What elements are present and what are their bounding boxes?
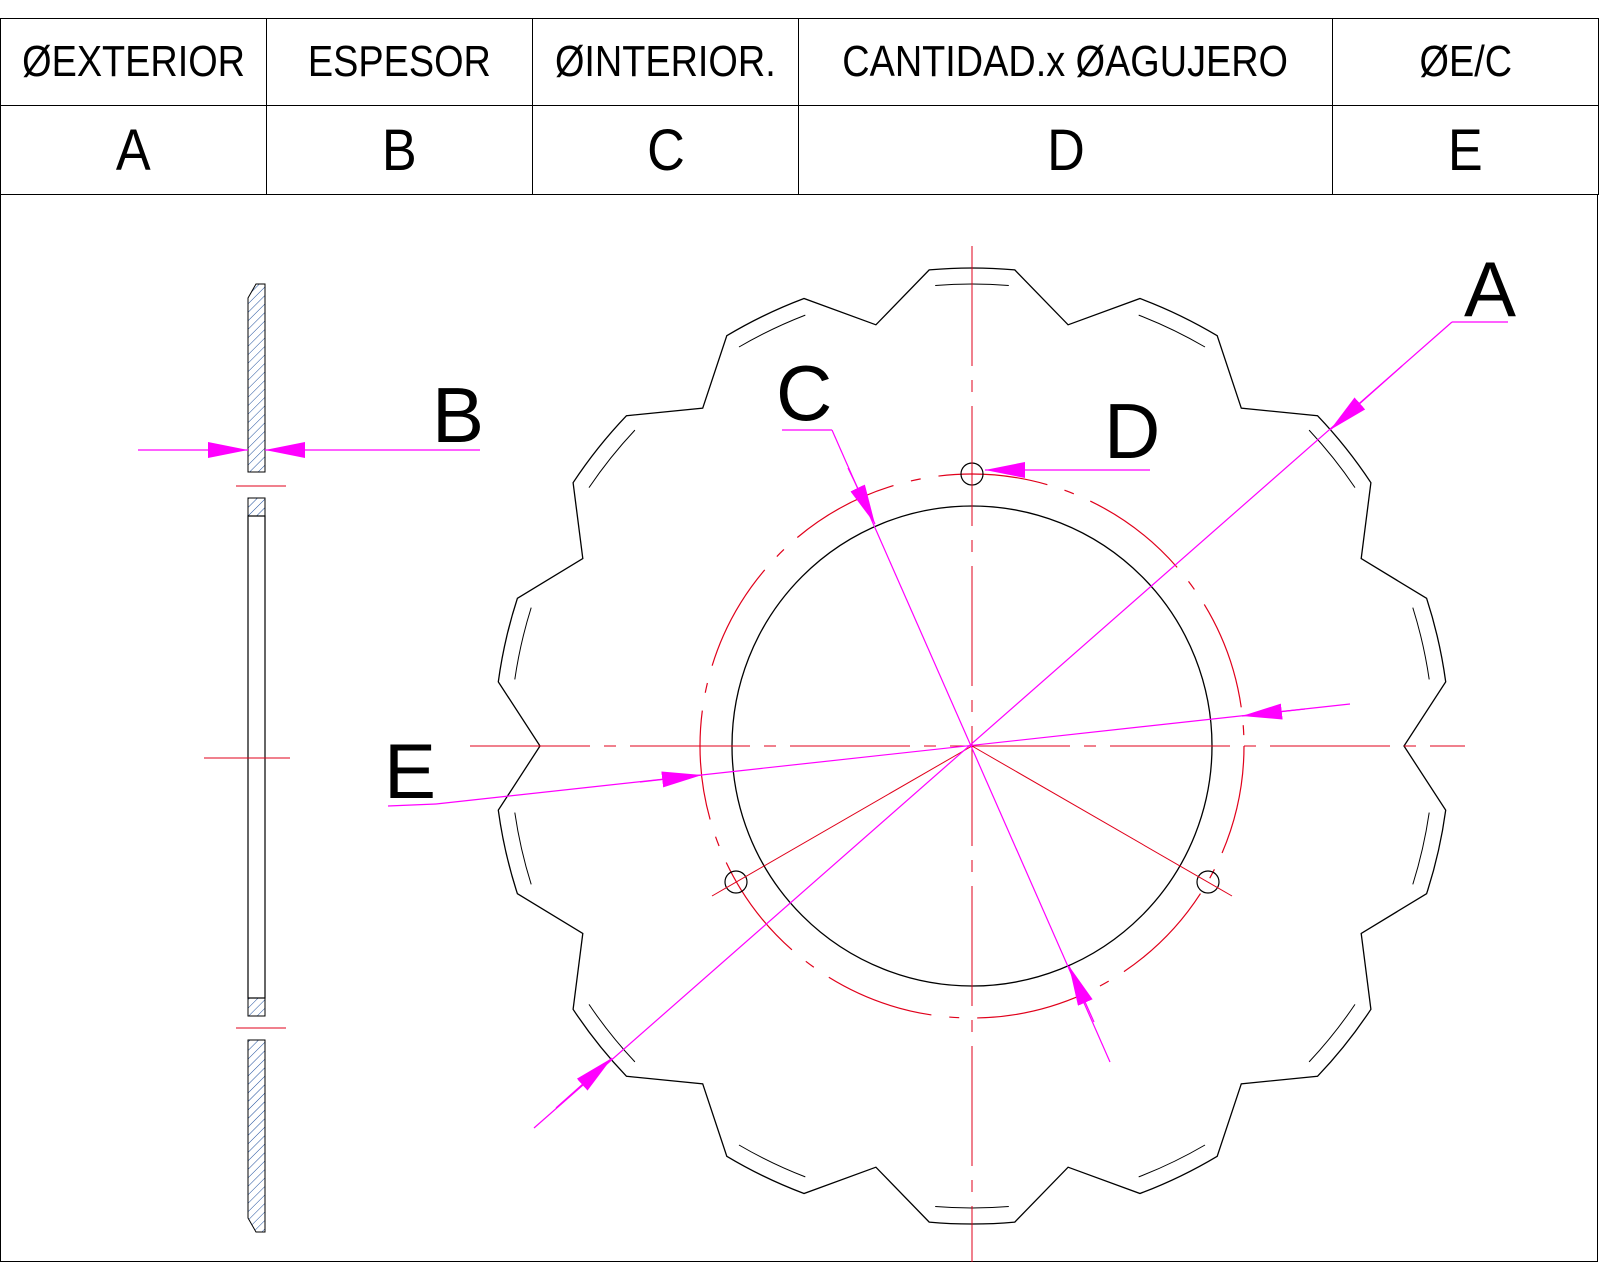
dimension-table-letter-row: A B C D E (0, 105, 1599, 195)
dimension-e-arrow-right (1241, 703, 1306, 720)
bolt-hole-right (1196, 870, 1220, 894)
dimension-c-arrow-lower (1068, 965, 1095, 1023)
tooth-bevel-edge (514, 607, 532, 680)
interior-diameter-dimension-c: C (776, 349, 1111, 1063)
hole-dimension-d: D (985, 387, 1160, 478)
side-section-hub-lower-hatch (247, 997, 266, 1017)
header-cell-thickness: ESPESOR (266, 18, 533, 106)
tooth-bevel-edge (588, 429, 636, 488)
tooth-bevel-edge (1138, 314, 1206, 348)
tooth-bevel-edge (1412, 607, 1430, 680)
letter-cell-d: D (798, 105, 1333, 195)
letter-cell-c: C (532, 105, 799, 195)
dimension-e-arrow-left (639, 771, 703, 788)
dimension-a-arrow-upper (1329, 365, 1403, 431)
dimension-a-diagonal (533, 321, 1453, 1129)
disc-side-section-view (204, 283, 290, 1233)
tooth-bevel-edge (588, 1004, 636, 1063)
tooth-bevel-edge (1412, 812, 1430, 885)
letter-cell-a: A (0, 105, 267, 195)
letter-cell-e: E (1332, 105, 1599, 195)
bolt-hole-left (724, 870, 748, 894)
bolt-circle-dimension-e: E (384, 703, 1351, 815)
disc-toothed-outline (497, 267, 1447, 1225)
dimension-c-arrow-upper (847, 467, 876, 525)
dimension-e-leader (387, 803, 437, 807)
label-b: B (432, 371, 484, 459)
drawing-frame (0, 194, 1598, 1262)
disc-front-view (470, 246, 1465, 1262)
exterior-diameter-dimension-a: A (533, 245, 1516, 1129)
hole-centerline-right (971, 745, 1233, 897)
side-section-upper-hatch (247, 283, 266, 473)
disc-outer-profile (497, 267, 1447, 1225)
tooth-bevel-edge (514, 812, 532, 885)
label-d: D (1104, 387, 1160, 475)
tooth-bevel-edge (738, 314, 806, 348)
label-a: A (1464, 245, 1516, 333)
hole-centerline-left (711, 745, 973, 897)
tooth-bevel-edge (1138, 1144, 1206, 1178)
letter-cell-b: B (266, 105, 533, 195)
tooth-bevel-edge (1308, 429, 1356, 488)
side-section-lower-hatch (247, 1039, 266, 1233)
side-section-body-outline (247, 515, 266, 999)
side-section-hub-upper-hatch (247, 497, 266, 517)
label-c: C (776, 349, 832, 437)
header-cell-interior-diameter: ØINTERIOR. (532, 18, 799, 106)
dimension-e-diagonal (435, 703, 1351, 805)
dimension-table: ØEXTERIOR ESPESOR ØINTERIOR. CANTIDAD.x … (0, 18, 1599, 195)
tooth-bevel-edge (1308, 1004, 1356, 1063)
dimension-a-arrow-lower (555, 1057, 613, 1109)
thickness-dimension-b: B (138, 371, 484, 459)
label-e: E (384, 727, 436, 815)
header-cell-exterior-diameter: ØEXTERIOR (0, 18, 267, 106)
tooth-bevel-edge (738, 1144, 806, 1178)
